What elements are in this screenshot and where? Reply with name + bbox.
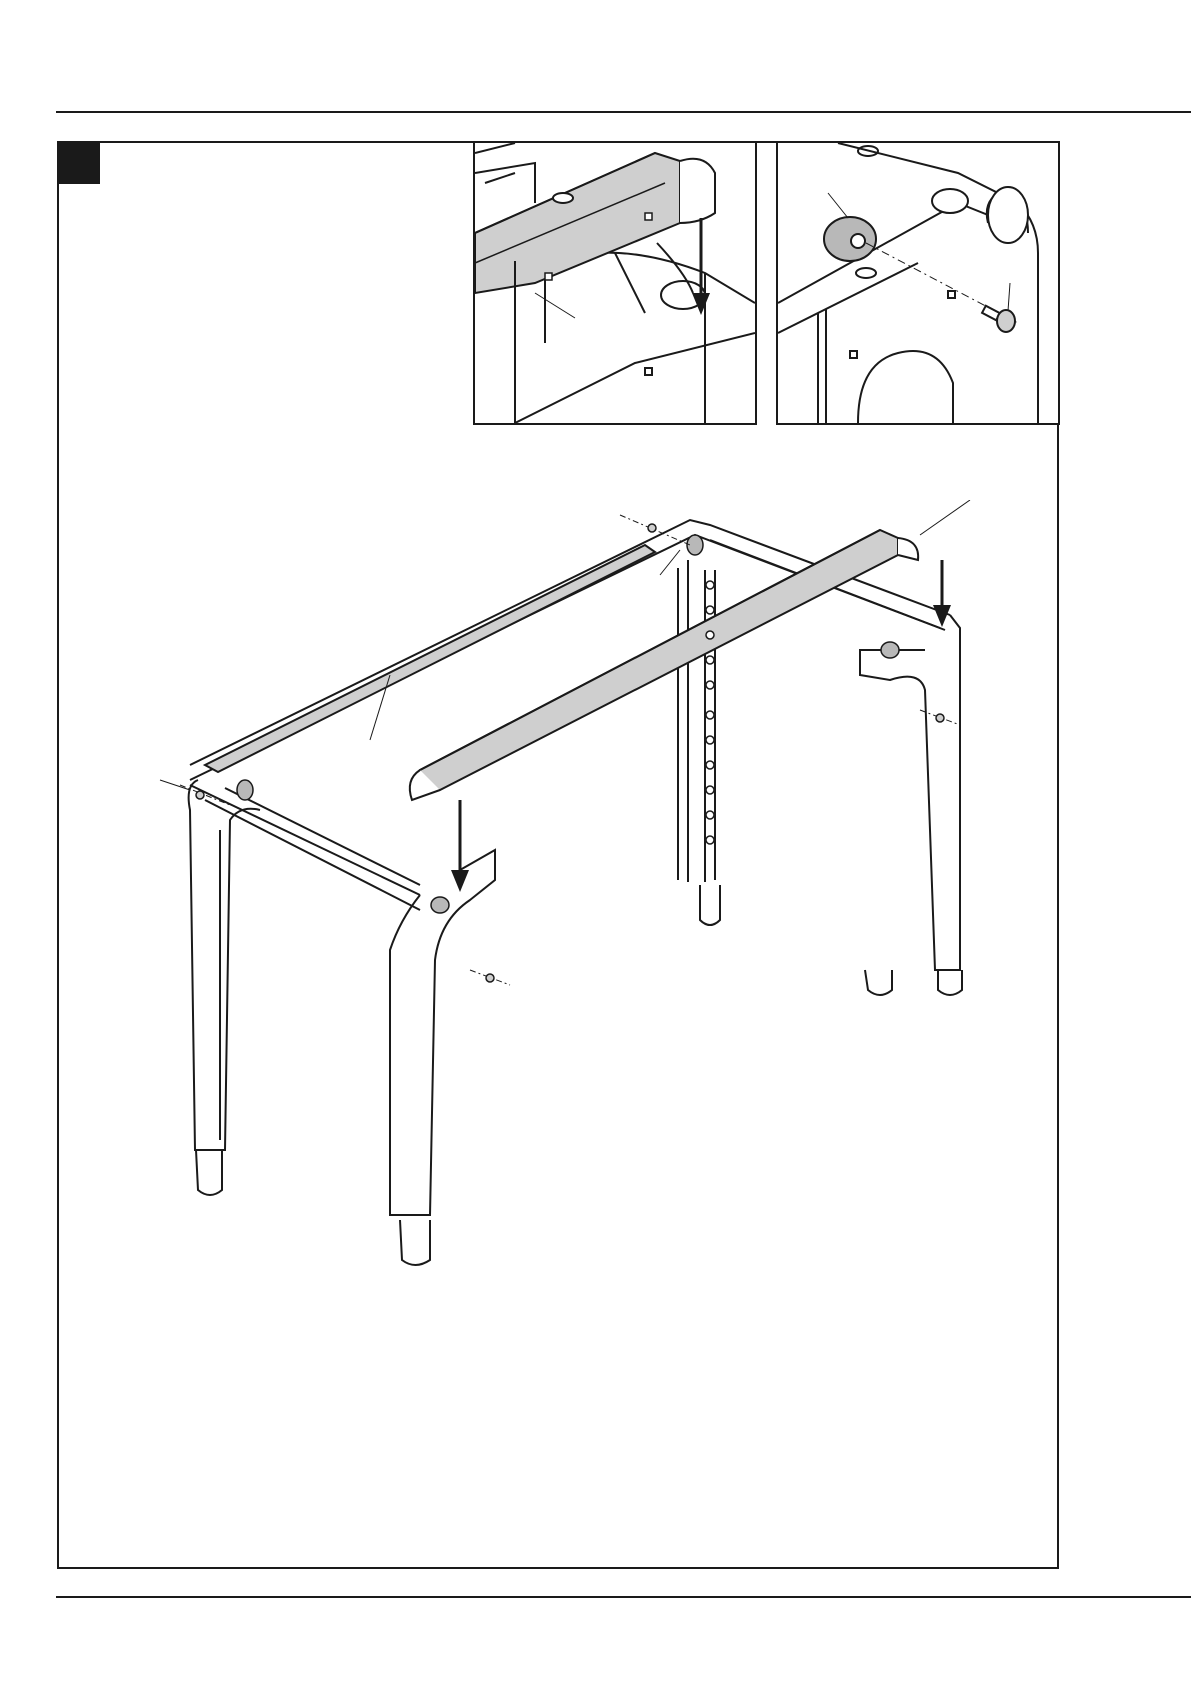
- detail-inset-cam-lock: [776, 141, 1060, 425]
- detail-inset-rail-insertion: [473, 141, 757, 425]
- step-number: [58, 142, 100, 184]
- footer-rule: [56, 1596, 1191, 1598]
- cam-lock-and-bolt-detail-icon: [778, 143, 1058, 423]
- header-rule: [56, 111, 1191, 113]
- table-frame-assembly-drawing: [150, 500, 1030, 1400]
- rail-insertion-detail-icon: [475, 143, 755, 423]
